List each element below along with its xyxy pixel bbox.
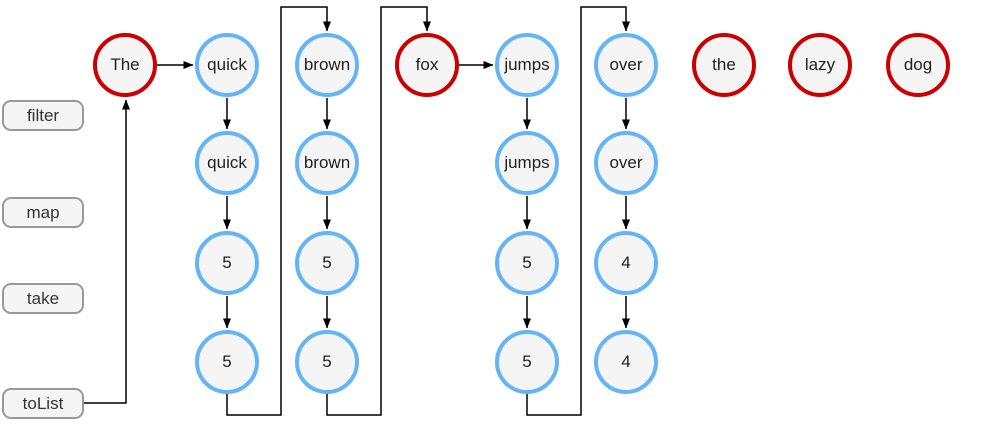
- node-quick-mapped: 5: [195, 231, 259, 295]
- node-jumps-mapped: 5: [495, 231, 559, 295]
- op-label-filter: filter: [26, 105, 60, 125]
- node-over-filtered: over: [594, 131, 658, 195]
- op-label-tolist: toList: [22, 393, 64, 413]
- op-label-take: take: [26, 288, 60, 308]
- node-quick-taken: 5: [195, 330, 259, 394]
- node-jumps-filtered: jumps: [495, 131, 559, 195]
- node-over-taken: 4: [594, 330, 658, 394]
- op-box-take: take: [2, 283, 84, 314]
- op-box-map: map: [2, 197, 84, 228]
- loop-brown-to-fox: [326, 6, 431, 416]
- node-quick-source: quick: [195, 33, 259, 97]
- op-box-tolist: toList: [2, 388, 84, 419]
- node-jumps-source: jumps: [495, 33, 559, 97]
- arrow-tolist-to-the: [84, 99, 130, 404]
- node-brown-taken: 5: [295, 330, 359, 394]
- node-brown-source: brown: [295, 33, 359, 97]
- loop-jumps-to-over: [526, 6, 630, 416]
- node-over-source: over: [594, 33, 658, 97]
- op-label-map: map: [26, 202, 60, 222]
- node-dog-source: dog: [886, 33, 950, 97]
- node-the-capital-source: The: [93, 33, 157, 97]
- node-brown-mapped: 5: [295, 231, 359, 295]
- op-box-filter: filter: [2, 100, 84, 131]
- node-quick-filtered: quick: [195, 131, 259, 195]
- node-the-source: the: [692, 33, 756, 97]
- node-fox-source: fox: [395, 33, 459, 97]
- node-lazy-source: lazy: [788, 33, 852, 97]
- node-over-mapped: 4: [594, 231, 658, 295]
- loop-quick-to-brown: [226, 6, 331, 416]
- node-brown-filtered: brown: [295, 131, 359, 195]
- node-jumps-taken: 5: [495, 330, 559, 394]
